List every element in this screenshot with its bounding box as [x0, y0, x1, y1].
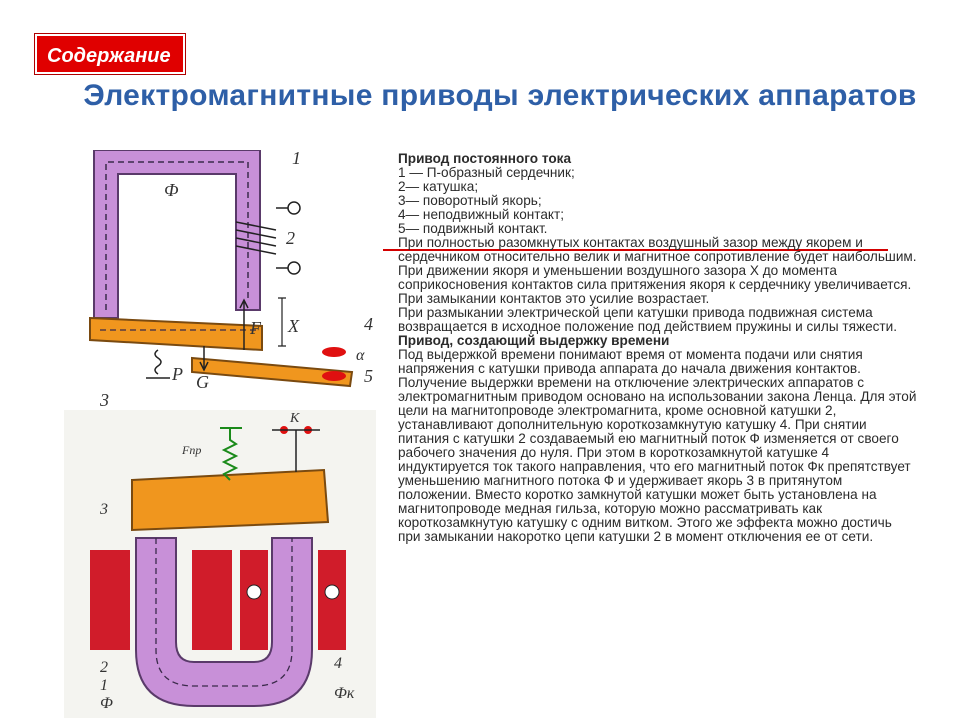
label-1: 1 [292, 150, 301, 168]
armature-top [131, 468, 330, 532]
label-3: 3 [99, 390, 109, 410]
label-fpr: Fпр [181, 443, 201, 457]
label-4b: 4 [334, 655, 342, 672]
delay-drive-heading: Привод, создающий выдержку времени [398, 333, 670, 348]
page-title: Электромагнитные приводы электрических а… [83, 79, 917, 112]
label-x: X [287, 316, 300, 336]
red-divider-line [383, 249, 888, 251]
list-item: 5— подвижный контакт. [398, 221, 548, 236]
label-phik: Фк [334, 685, 355, 702]
list-item: 1 — П-образный сердечник; [398, 165, 575, 180]
label-2b: 2 [100, 659, 108, 676]
contents-button[interactable]: Содержание [35, 34, 185, 74]
u-shaped-core-2 [135, 537, 313, 707]
description-text: Привод постоянного тока 1 — П-образный с… [398, 152, 918, 544]
label-1b: 1 [100, 677, 108, 694]
main-coil-2 [90, 550, 232, 650]
coil-winding [235, 221, 277, 255]
label-4: 4 [364, 314, 373, 334]
list-item: 4— неподвижный контакт; [398, 207, 565, 222]
label-phi: Ф [164, 180, 179, 200]
label-k: К [289, 411, 300, 426]
label-p: P [171, 364, 183, 384]
label-3b: 3 [99, 501, 108, 518]
label-g: G [196, 372, 209, 392]
paragraph-time-delay: Под выдержкой времени понимают время от … [398, 347, 917, 544]
dc-drive-heading: Привод постоянного тока [398, 151, 572, 166]
list-item: 3— поворотный якорь; [398, 193, 542, 208]
label-phi-b: Ф [100, 695, 113, 712]
armature [89, 316, 263, 352]
moving-contact-arm [191, 356, 354, 388]
list-item: 2— катушка; [398, 179, 479, 194]
label-2: 2 [286, 228, 295, 248]
label-f: F [249, 318, 262, 338]
short-circuit-coil-4 [240, 550, 346, 650]
paragraph-return: При размыкании электрической цепи катушк… [398, 305, 898, 334]
dc-drive-diagram: 1 2 Ф F X 4 α 5 P G 3 [72, 150, 382, 412]
label-5: 5 [364, 366, 373, 386]
paragraph-open-contacts: При полностью разомкнутых контактах возд… [398, 235, 917, 306]
label-alpha: α [356, 347, 365, 364]
time-delay-drive-diagram: Fпр К 3 2 1 Ф 4 Фк [64, 410, 376, 718]
